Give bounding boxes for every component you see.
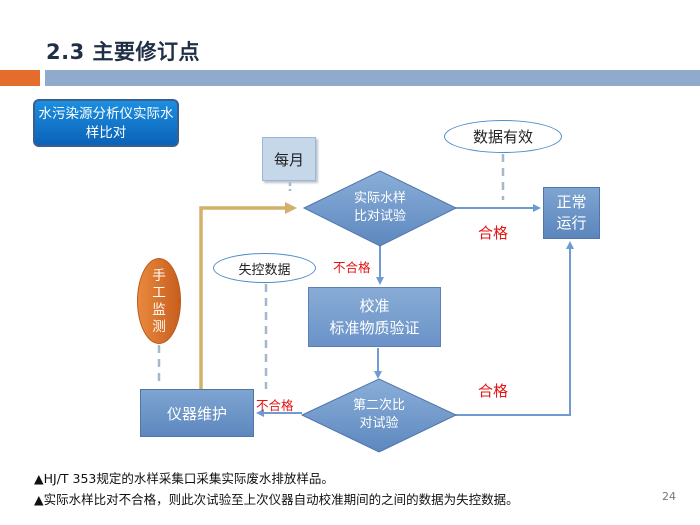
footnote-2: ▲实际水样比对不合格，则此次试验至上次仪器自动校准期间的之间的数据为失控数据。 [34, 492, 519, 507]
manual-monitoring-oval: 手 工 监 测 [137, 258, 181, 344]
normal-operation-box: 正常 运行 [543, 187, 600, 239]
header-bar [45, 70, 700, 86]
page-title: 2.3 主要修订点 [46, 40, 201, 64]
data-valid-oval: 数据有效 [444, 120, 562, 153]
pass-label-1: 合格 [478, 224, 509, 242]
monthly-box: 每月 [262, 137, 316, 181]
comparison-test-label: 实际水样 比对试验 [353, 191, 406, 224]
data-out-of-control-oval: 失控数据 [213, 253, 316, 283]
arrow-second-pass-to-normal [455, 241, 574, 416]
fail-label-1: 不合格 [333, 260, 371, 275]
page-number: 24 [662, 490, 676, 503]
fail-label-2: 不合格 [256, 398, 294, 413]
decision-second-comparison [300, 378, 458, 453]
footnote-1: ▲HJ/T 353规定的水样采集口采集实际废水排放样品。 [34, 471, 334, 486]
header-accent-bar [0, 70, 40, 86]
topic-box: 水污染源分析仪实际水样比对 [33, 99, 179, 147]
arrow-maintenance-to-comparison [199, 202, 297, 389]
instrument-maintenance-box: 仪器维护 [140, 389, 254, 437]
pass-label-2: 合格 [478, 382, 509, 400]
calibration-box: 校准 标准物质验证 [308, 287, 441, 347]
second-comparison-label: 第二次比 对试验 [352, 398, 405, 431]
decision-comparison-test [302, 170, 458, 247]
